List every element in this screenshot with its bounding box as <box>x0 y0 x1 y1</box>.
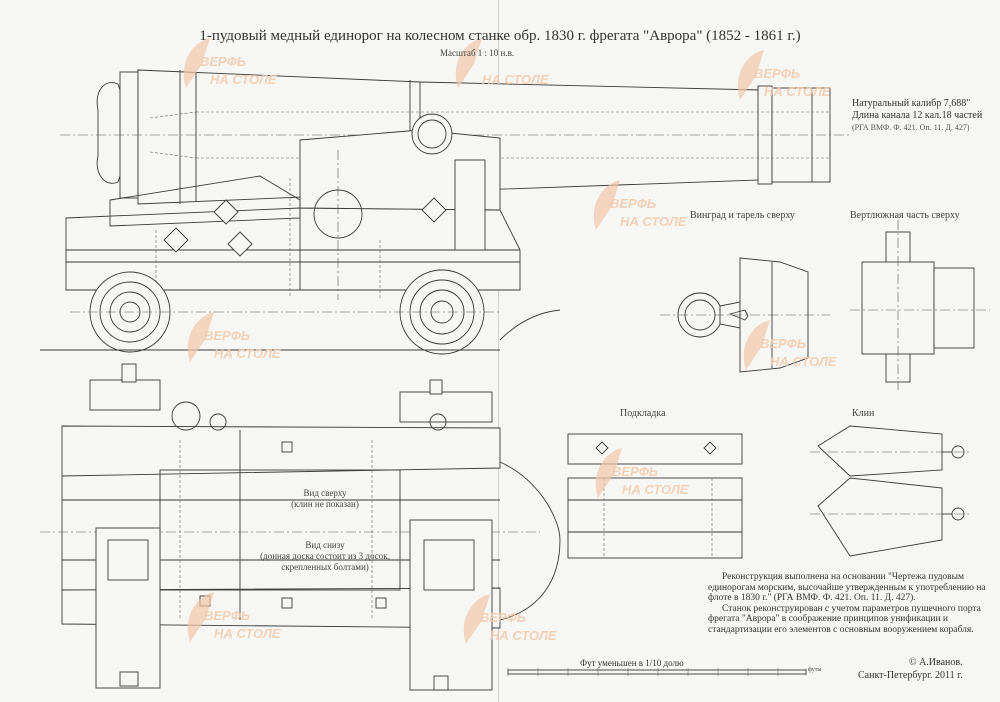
podkladka-detail <box>567 433 743 559</box>
wheels-side-view <box>40 269 561 355</box>
author-place-date: Санкт-Петербург. 2011 г. <box>858 670 963 681</box>
view-bottom-line2: (донная доска состоит из 3 досок, <box>260 551 390 561</box>
view-top-line2: (клин не показан) <box>291 499 359 509</box>
watermark-logo: ВЕРФЬ НА СТОЛЕ <box>737 50 831 100</box>
watermark-text-line1: ВЕРФЬ <box>200 54 246 69</box>
vertlug-detail <box>850 220 990 390</box>
reconstruction-paragraph-1: Реконструкция выполнена на основании "Че… <box>708 572 986 603</box>
reconstruction-paragraph-2: Станок реконструирован с учетом параметр… <box>708 603 981 635</box>
watermark-text-line2: НА СТОЛЕ <box>210 72 277 87</box>
scale-label: Масштаб 1 : 10 н.в. <box>440 48 515 58</box>
watermark-logo: ВЕРФЬ НА СТОЛЕ <box>463 594 557 644</box>
watermark-text-line2: НА СТОЛЕ <box>214 626 281 641</box>
watermark-text-line2: НА СТОЛЕ <box>214 346 281 361</box>
page-title: 1-пудовый медный единорог на колесном ст… <box>199 28 801 44</box>
caliber-line2: Длина канала 12 кал.18 частей <box>852 110 983 121</box>
view-top-line1: Вид сверху <box>303 488 347 498</box>
watermark-text-line1: ВЕРФЬ <box>760 336 806 351</box>
watermark-text-line2: НА СТОЛЕ <box>764 84 831 99</box>
scale-bar-graphic <box>507 668 807 676</box>
watermark-logo: ВЕРФЬ НА СТОЛЕ <box>743 320 837 370</box>
watermark-text-line1: ВЕРФЬ <box>612 464 658 479</box>
watermark-text-line1: ВЕРФЬ <box>480 610 526 625</box>
view-bottom-line3: скрепленных болтами) <box>281 562 369 572</box>
podkladka-caption: Подкладка <box>620 408 666 419</box>
watermark-logo: ВЕРФЬ НА СТОЛЕ <box>593 180 687 230</box>
klin-detail <box>810 425 970 557</box>
vingrad-caption: Винград и тарель сверху <box>690 210 795 221</box>
watermark-text-line2: НА СТОЛЕ <box>490 628 557 643</box>
watermark-text-line2: НА СТОЛЕ <box>620 214 687 229</box>
author-name: © А.Иванов. <box>908 657 963 668</box>
watermark-text-line2: НА СТОЛЕ <box>770 354 837 369</box>
reconstruction-note: Реконструкция выполнена на основании "Че… <box>708 572 992 635</box>
vertlug-caption: Вертлюжная часть сверху <box>850 210 960 221</box>
carriage-side-view <box>65 113 521 300</box>
view-bottom-caption: Вид снизу (донная доска состоит из 3 дос… <box>250 540 400 573</box>
watermark-logo: ВЕРФЬ НА СТОЛЕ <box>187 312 281 362</box>
watermark-text-line2: НА СТОЛЕ <box>622 482 689 497</box>
view-top-caption: Вид сверху (клин не показан) <box>270 488 380 510</box>
scale-bar-label: Фут уменьшен в 1/10 долю <box>580 658 684 668</box>
page-fold <box>498 0 499 702</box>
watermark-text-line2: НА СТОЛЕ <box>482 72 549 87</box>
watermark-text-line1: ВЕРФЬ <box>204 608 250 623</box>
author-block: © А.Иванов. Санкт-Петербург. 2011 г. <box>858 656 963 682</box>
caliber-line1: Натуральный калибр 7,688" <box>852 98 971 109</box>
caliber-source: (РГА ВМФ. Ф. 421. Оп. 11. Д. 427) <box>852 123 970 132</box>
watermark-text-line1: ВЕРФЬ <box>204 328 250 343</box>
watermark-logo: ВЕРФЬ НА СТОЛЕ <box>187 592 281 642</box>
caliber-note: Натуральный калибр 7,688" Длина канала 1… <box>852 98 982 134</box>
scale-bar-unit: футы <box>808 667 822 673</box>
klin-caption: Клин <box>852 408 875 419</box>
watermark-logo: НА СТОЛЕ <box>455 38 549 88</box>
watermark-text-line1: ВЕРФЬ <box>610 196 656 211</box>
watermark-logo: ВЕРФЬ НА СТОЛЕ <box>595 448 689 498</box>
watermark-logo: ВЕРФЬ НА СТОЛЕ <box>183 38 277 88</box>
watermark-text-line1: ВЕРФЬ <box>754 66 800 81</box>
view-bottom-line1: Вид снизу <box>305 540 345 550</box>
